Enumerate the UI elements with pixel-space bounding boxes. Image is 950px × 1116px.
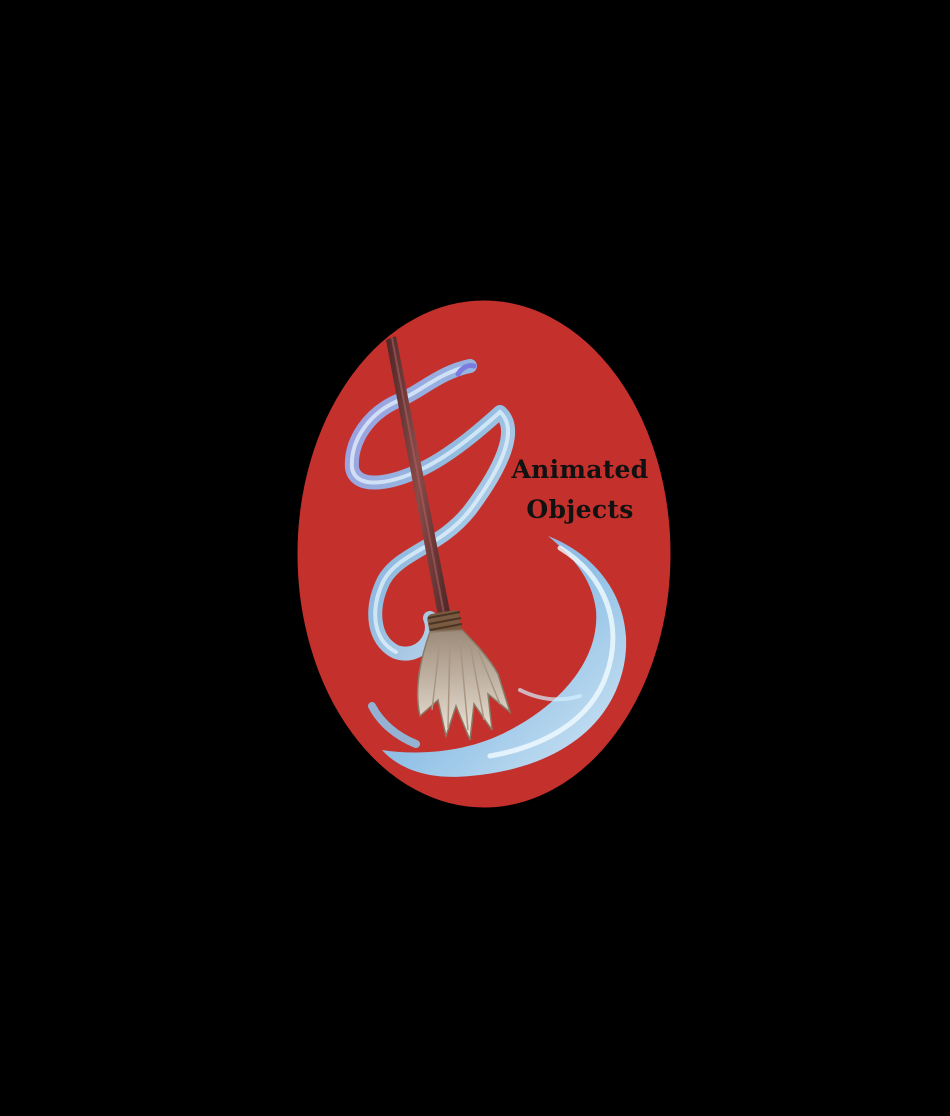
magic-swirl-icon bbox=[344, 359, 515, 661]
animated-broom-icon bbox=[386, 336, 512, 741]
magic-wave bbox=[368, 536, 627, 777]
token-oval bbox=[288, 291, 680, 817]
token-label: Animated Objects bbox=[490, 450, 670, 530]
token-label-line1: Animated bbox=[511, 455, 649, 484]
token-label-line2: Objects bbox=[526, 495, 634, 524]
